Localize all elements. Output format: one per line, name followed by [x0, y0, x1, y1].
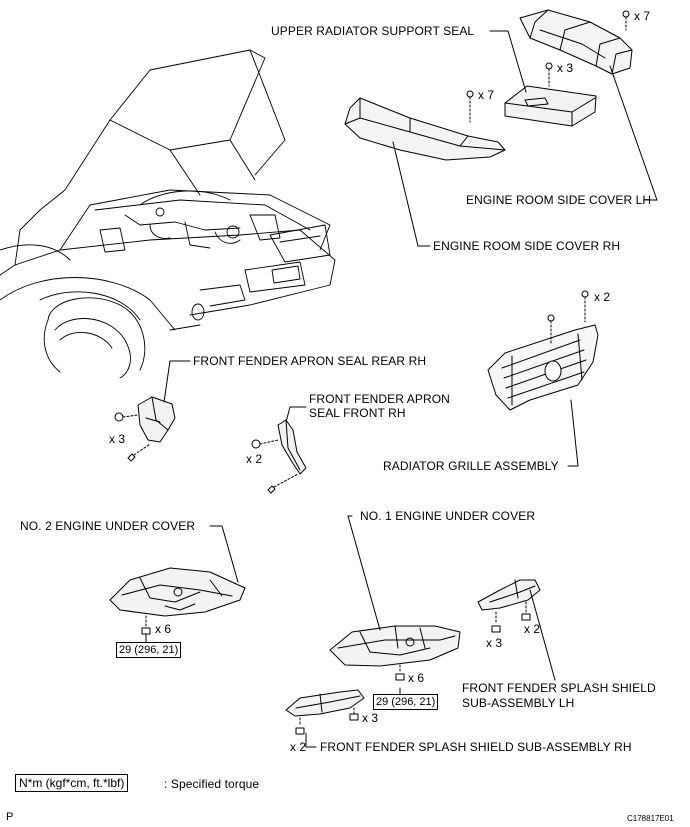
front-fender-splash-shield-rh-part — [285, 689, 365, 735]
engine-room-side-cover-lh-part — [519, 9, 633, 75]
upper-radiator-support-seal-part — [504, 62, 597, 127]
label-upper-radiator-support-seal: UPPER RADIATOR SUPPORT SEAL — [271, 24, 475, 38]
vehicle-front-illustration — [0, 49, 336, 379]
qty-lh-cover-clips: x 7 — [634, 9, 651, 23]
radiator-grille-assembly-part — [487, 290, 599, 411]
torque-no2-engine-under-cover: 29 (296, 21) — [116, 642, 182, 658]
legend-description: : Specified torque — [164, 777, 260, 791]
qty-apron-front-clips: x 2 — [246, 452, 263, 466]
label-no2-engine-under-cover: NO. 2 ENGINE UNDER COVER — [20, 519, 196, 533]
qty-rh-shield-b: x 2 — [290, 740, 307, 754]
qty-no2-bolts: x 6 — [155, 622, 172, 636]
engine-room-side-cover-rh-part — [344, 90, 506, 161]
label-front-fender-apron-seal-front-rh-line2: SEAL FRONT RH — [309, 406, 406, 420]
qty-seal-clips: x 3 — [557, 61, 574, 75]
qty-lh-shield-b: x 2 — [524, 622, 541, 636]
label-engine-room-side-cover-lh: ENGINE ROOM SIDE COVER LH — [466, 193, 652, 207]
qty-rh-cover-clips: x 7 — [478, 88, 495, 102]
page-letter: P — [6, 811, 14, 823]
front-fender-apron-seal-front-rh-part — [251, 419, 307, 494]
figure-code: C178817E01 — [627, 814, 674, 823]
torque-no1-engine-under-cover: 29 (296, 21) — [373, 694, 439, 710]
label-no1-engine-under-cover: NO. 1 ENGINE UNDER COVER — [360, 509, 536, 523]
no2-engine-under-cover-part — [109, 567, 246, 643]
qty-grille-clips: x 2 — [594, 290, 611, 304]
label-engine-room-side-cover-rh: ENGINE ROOM SIDE COVER RH — [433, 239, 621, 253]
label-front-fender-splash-shield-lh-line1: FRONT FENDER SPLASH SHIELD — [462, 681, 656, 695]
legend-torque-unit-box: N*m (kgf*cm, ft.*lbf) — [15, 774, 129, 792]
label-front-fender-apron-seal-front-rh-line1: FRONT FENDER APRON — [309, 392, 450, 406]
label-radiator-grille-assembly: RADIATOR GRILLE ASSEMBLY — [383, 459, 559, 473]
qty-lh-shield-a: x 3 — [486, 636, 503, 650]
label-front-fender-splash-shield-lh-line2: SUB-ASSEMBLY LH — [462, 696, 575, 710]
qty-rh-shield-a: x 3 — [362, 711, 379, 725]
qty-no1-bolts: x 6 — [408, 671, 425, 685]
no1-engine-under-cover-part — [329, 625, 461, 695]
label-front-fender-apron-seal-rear-rh: FRONT FENDER APRON SEAL REAR RH — [193, 354, 427, 368]
label-front-fender-splash-shield-rh: FRONT FENDER SPLASH SHIELD SUB-ASSEMBLY … — [320, 740, 632, 754]
front-fender-apron-seal-rear-rh-part — [114, 396, 176, 462]
qty-apron-rear-clips: x 3 — [109, 432, 126, 446]
front-fender-splash-shield-lh-part — [477, 579, 541, 633]
leader-lines — [163, 30, 658, 748]
